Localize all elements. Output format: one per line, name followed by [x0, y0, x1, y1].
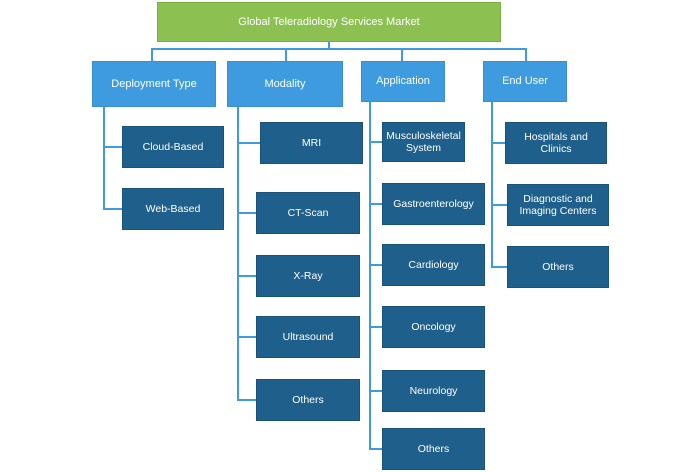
connector-enduser-tick [491, 204, 507, 206]
category-end-user: End User [483, 61, 567, 102]
leaf-diagnostic-and-imaging-centers: Diagnostic and Imaging Centers [507, 184, 609, 226]
connector-deployment-tick [103, 146, 122, 148]
connector-enduser-tick [491, 266, 507, 268]
leaf-mri: MRI [260, 122, 363, 164]
category-modality: Modality [227, 61, 343, 107]
connector-modality-tick [237, 142, 260, 144]
connector-modality-drop [285, 48, 287, 61]
connector-modality-tick [237, 275, 256, 277]
leaf-oncology: Oncology [382, 306, 485, 348]
connector-application-tick [369, 326, 382, 328]
leaf-modality-others: Others [256, 379, 360, 421]
connector-enduser-tick [491, 142, 505, 144]
connector-deployment-drop [151, 48, 153, 61]
category-application: Application [361, 61, 445, 102]
connector-enduser-spine [491, 102, 493, 267]
connector-enduser-drop [525, 48, 527, 61]
leaf-hospitals-and-clinics: Hospitals and Clinics [505, 122, 607, 164]
connector-application-spine [369, 102, 371, 449]
leaf-cardiology: Cardiology [382, 244, 485, 286]
leaf-web-based: Web-Based [122, 188, 224, 230]
connector-category-bus [151, 48, 527, 50]
leaf-musculoskeletal-system: Musculoskeletal System [382, 122, 465, 162]
leaf-application-others: Others [382, 428, 485, 470]
connector-modality-tick [237, 336, 256, 338]
connector-application-tick [369, 203, 382, 205]
leaf-gastroenterology: Gastroenterology [382, 183, 485, 225]
leaf-cloud-based: Cloud-Based [122, 126, 224, 168]
connector-root-stem [328, 42, 330, 49]
leaf-ultrasound: Ultrasound [256, 316, 360, 358]
leaf-x-ray: X-Ray [256, 255, 360, 297]
connector-application-tick [369, 448, 382, 450]
connector-deployment-spine [103, 107, 105, 209]
root-node: Global Teleradiology Services Market [157, 2, 501, 42]
leaf-enduser-others: Others [507, 246, 609, 288]
connector-modality-tick [237, 212, 256, 214]
connector-application-tick [369, 264, 382, 266]
category-deployment-type: Deployment Type [92, 61, 216, 107]
connector-deployment-tick [103, 208, 122, 210]
connector-application-tick [369, 141, 382, 143]
leaf-neurology: Neurology [382, 370, 485, 412]
connector-application-tick [369, 390, 382, 392]
connector-application-drop [401, 48, 403, 61]
connector-modality-spine [237, 107, 239, 400]
leaf-ct-scan: CT-Scan [256, 192, 360, 234]
connector-modality-tick [237, 399, 256, 401]
